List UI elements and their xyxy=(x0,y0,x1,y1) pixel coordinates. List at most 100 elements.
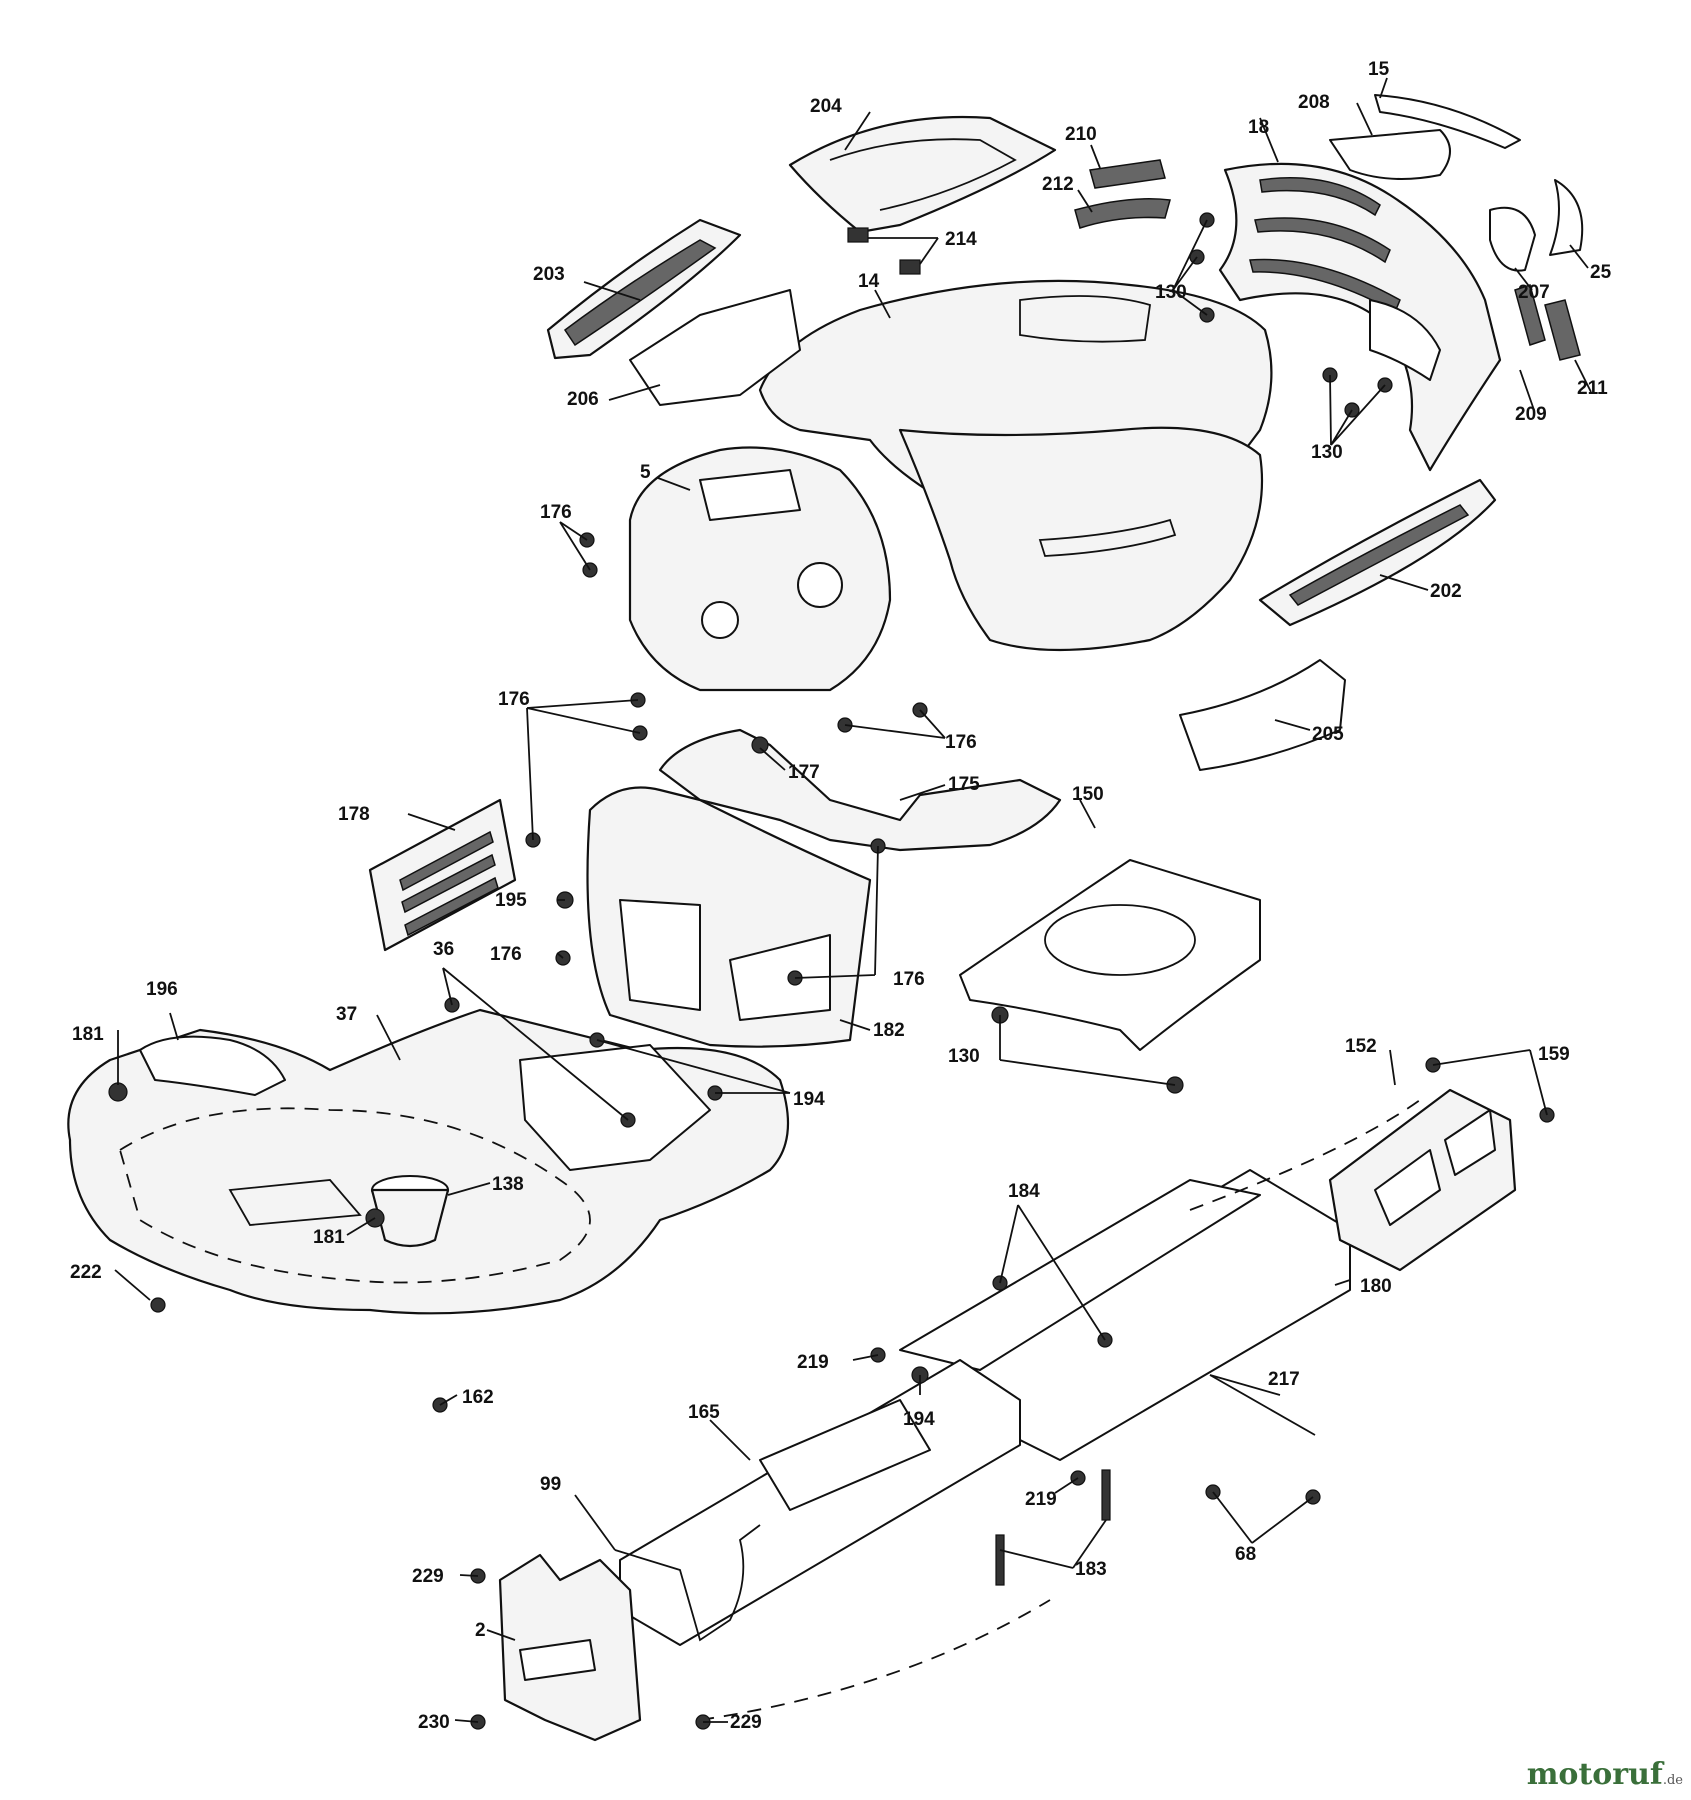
label-165: 165 xyxy=(688,1402,720,1423)
hood-top-highlight xyxy=(829,138,1017,211)
label-14: 14 xyxy=(858,271,880,292)
label-194-upper: 194 xyxy=(793,1089,825,1110)
clip-214b xyxy=(899,259,921,275)
label-209: 209 xyxy=(1515,404,1547,425)
label-162: 162 xyxy=(462,1387,494,1408)
frame-180-panel-165 xyxy=(759,1399,931,1511)
bracket-152-window-a xyxy=(1374,1149,1441,1226)
label-182: 182 xyxy=(873,1020,905,1041)
label-208: 208 xyxy=(1298,92,1330,113)
label-196: 196 xyxy=(146,979,178,1000)
bolt-183a xyxy=(995,1534,1005,1586)
watermark: motoruf.de xyxy=(1527,1757,1683,1792)
label-138: 138 xyxy=(492,1174,524,1195)
clip-214a xyxy=(847,227,869,243)
label-194-lower: 194 xyxy=(903,1409,935,1430)
label-229-right: 229 xyxy=(730,1712,762,1733)
label-203: 203 xyxy=(533,264,565,285)
label-230: 230 xyxy=(418,1712,450,1733)
label-204: 204 xyxy=(810,96,842,117)
label-130-upper: 130 xyxy=(1155,282,1187,303)
footboard-37-cutout xyxy=(519,1044,711,1171)
label-175: 175 xyxy=(948,774,980,795)
vent-209 xyxy=(1514,284,1546,346)
dash-housing-182-front xyxy=(729,934,831,1021)
hood-slot xyxy=(1038,518,1177,557)
front-headlight-housing xyxy=(1369,299,1441,381)
label-2: 2 xyxy=(475,1620,486,1641)
vent-211 xyxy=(1544,299,1581,361)
label-219-lower: 219 xyxy=(1025,1489,1057,1510)
bolt-183b xyxy=(1101,1469,1111,1521)
label-130-mid: 130 xyxy=(1311,442,1343,463)
nut-177 xyxy=(751,736,769,754)
hood-main-fascia xyxy=(898,426,1264,652)
watermark-brand: motoruf xyxy=(1526,1757,1663,1792)
fastener-181a xyxy=(108,1082,128,1102)
watermark-suffix: .de xyxy=(1662,1773,1683,1788)
front-grille-18 xyxy=(1218,162,1502,472)
plate-178 xyxy=(368,798,517,952)
label-36: 36 xyxy=(433,939,454,960)
fender-150 xyxy=(959,859,1261,1051)
trim-208 xyxy=(1329,129,1451,180)
label-205: 205 xyxy=(1312,724,1344,745)
label-178: 178 xyxy=(338,804,370,825)
label-176-lower-left: 176 xyxy=(490,944,522,965)
footboard-37-recess xyxy=(228,1179,362,1226)
dashboard-5 xyxy=(628,446,892,692)
label-214: 214 xyxy=(945,229,977,250)
bracket-175 xyxy=(658,728,1062,852)
label-5: 5 xyxy=(640,462,651,483)
hood-top-panel-204 xyxy=(788,115,1057,234)
dash-housing-182-window xyxy=(619,899,701,1011)
vent-210 xyxy=(1089,159,1166,189)
label-180: 180 xyxy=(1360,1276,1392,1297)
label-222: 222 xyxy=(70,1262,102,1283)
label-212: 212 xyxy=(1042,174,1074,195)
label-217: 217 xyxy=(1268,1369,1300,1390)
label-159: 159 xyxy=(1538,1044,1570,1065)
lower-grille-202-mesh xyxy=(1288,504,1470,606)
plate-178-vents xyxy=(399,830,499,937)
label-184: 184 xyxy=(1008,1181,1040,1202)
label-177: 177 xyxy=(788,762,820,783)
front-bracket-2-slot xyxy=(519,1639,596,1681)
label-195: 195 xyxy=(495,890,527,911)
label-176-left: 176 xyxy=(498,689,530,710)
label-206: 206 xyxy=(567,389,599,410)
label-183: 183 xyxy=(1075,1559,1107,1580)
label-25: 25 xyxy=(1590,262,1612,283)
label-202: 202 xyxy=(1430,581,1462,602)
fastener-222 xyxy=(150,1297,166,1313)
leader-lines xyxy=(114,77,1592,1723)
label-181-upper: 181 xyxy=(72,1024,104,1045)
dashboard-knob xyxy=(797,562,843,608)
label-207: 207 xyxy=(1518,282,1550,303)
lamp-207 xyxy=(1489,206,1536,272)
dashboard-ignition xyxy=(701,601,739,639)
label-99: 99 xyxy=(540,1474,561,1495)
label-219-upper: 219 xyxy=(797,1352,829,1373)
label-210: 210 xyxy=(1065,124,1097,145)
hood-inset xyxy=(1019,295,1152,343)
label-211: 211 xyxy=(1577,378,1608,399)
label-176-upper: 176 xyxy=(540,502,572,523)
label-229-left: 229 xyxy=(412,1566,444,1587)
pedal-plate-196 xyxy=(139,1035,286,1096)
rod-217 xyxy=(1209,1374,1316,1436)
label-68: 68 xyxy=(1235,1544,1256,1565)
frame-180-left-rail xyxy=(619,1359,1021,1646)
panel-205 xyxy=(1179,659,1346,771)
trim-25 xyxy=(1549,179,1584,256)
bracket-152-window-b xyxy=(1444,1109,1496,1176)
label-15: 15 xyxy=(1368,59,1390,80)
collar-138-body xyxy=(370,1188,450,1248)
rod-99 xyxy=(614,1524,761,1642)
label-181-lower: 181 xyxy=(313,1227,345,1248)
label-176-right: 176 xyxy=(945,732,977,753)
front-grille-18-slats xyxy=(1249,177,1401,314)
frame-dashed-outline xyxy=(699,1099,1421,1721)
bracket-206 xyxy=(629,289,801,406)
